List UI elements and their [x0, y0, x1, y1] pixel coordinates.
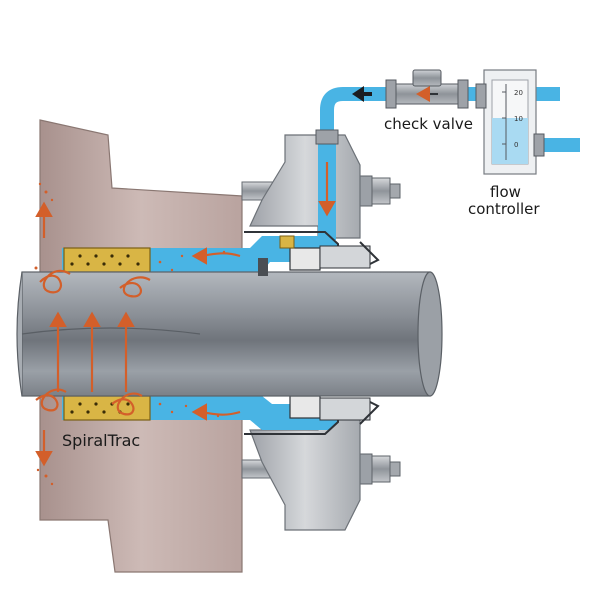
check-valve	[385, 69, 469, 109]
flow-controller-label-line1: flow	[490, 183, 521, 201]
flow-scale-0: 0	[514, 141, 518, 149]
flush-pipe-outlet	[540, 138, 580, 152]
seal-body-bottom	[319, 397, 371, 421]
spiral-flow-arrows	[35, 162, 336, 467]
flow-scale-10: 10	[514, 115, 523, 123]
spiraltrac-bushing-top	[63, 247, 151, 273]
seal-body-top	[319, 245, 371, 269]
flow-direction-arrowhead	[352, 86, 364, 102]
spiraltrac-label: SpiralTrac	[62, 431, 141, 450]
clip-top	[359, 241, 380, 265]
debris-particles	[34, 182, 226, 486]
drive-screw	[258, 258, 268, 276]
clip-bottom	[359, 401, 380, 425]
spiraltrac-bushing-bottom	[63, 395, 151, 421]
shaft	[16, 271, 443, 397]
flow-controller-label-line2: controller	[468, 200, 540, 218]
check-valve-label: check valve	[384, 115, 474, 133]
brass-set-screw	[279, 235, 295, 249]
seal-face-top	[289, 247, 321, 271]
seal-face-bottom	[289, 395, 321, 419]
flow-scale-20: 20	[514, 89, 523, 97]
flush-fitting	[315, 129, 339, 145]
flush-pipe	[320, 87, 560, 140]
flow-controller	[475, 69, 545, 175]
